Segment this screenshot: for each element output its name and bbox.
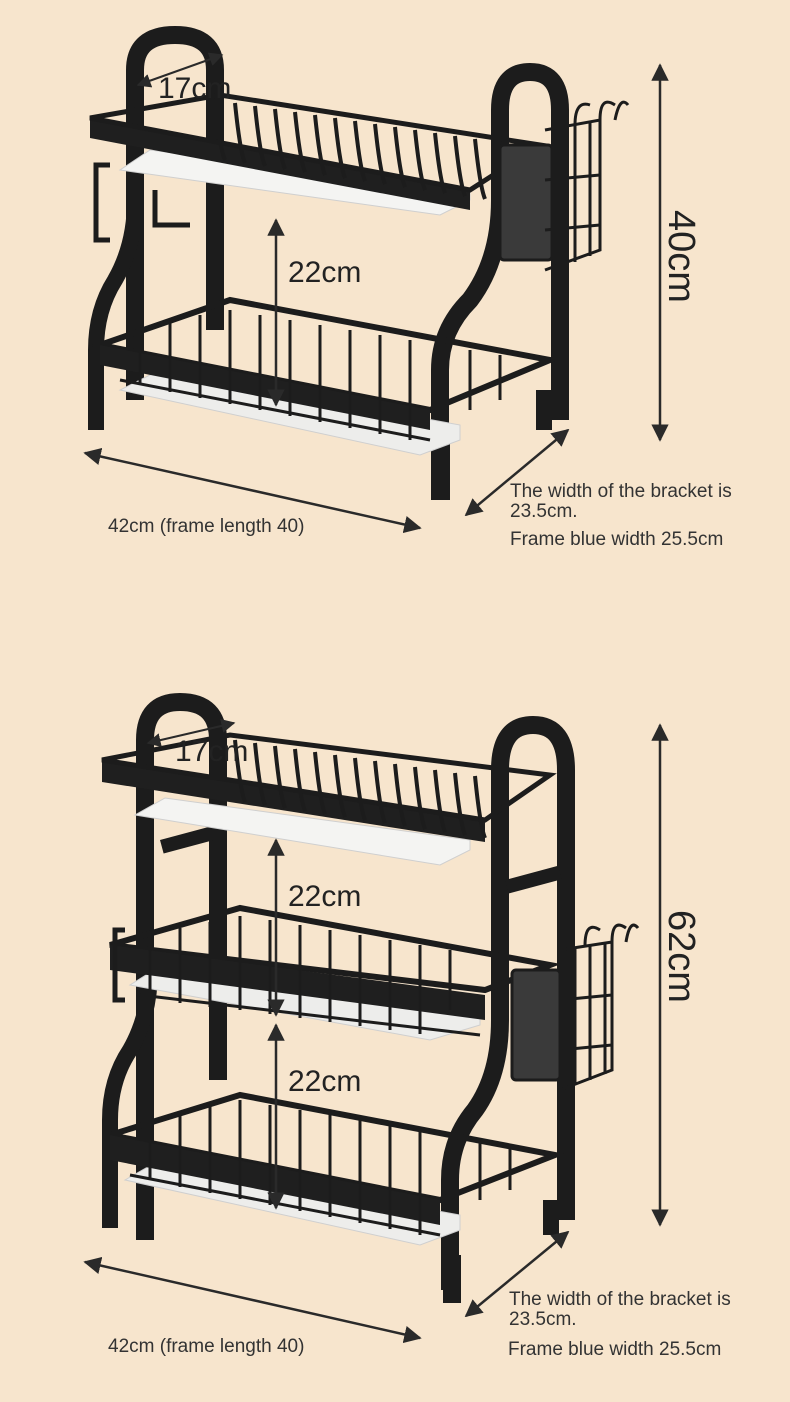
tier-gap-upper-label: 22cm: [288, 880, 362, 913]
bracket-width-label: The width of the bracket is 23.5cm.: [509, 1289, 731, 1330]
height-label: 40cm: [660, 210, 702, 303]
bracket-width-label: The width of the bracket is 23.5cm.: [510, 481, 732, 522]
three-tier-rack-panel: 17cm 22cm 22cm 62cm 42cm (frame length 4…: [0, 680, 790, 1402]
top-tier-tines: [213, 99, 487, 200]
frame-width-label: Frame blue width 25.5cm: [510, 529, 724, 550]
length-label: 42cm (frame length 40): [108, 516, 305, 537]
cutlery-holder: [498, 143, 554, 262]
side-wire-basket: [544, 100, 630, 272]
two-tier-rack-panel: 17cm 22cm 40cm 42cm (frame length 40) Th…: [0, 0, 790, 680]
depth-label: 17cm: [158, 72, 232, 105]
tier-gap-lower-label: 22cm: [288, 1065, 362, 1098]
tier-gap-label: 22cm: [288, 256, 362, 289]
height-label: 62cm: [660, 910, 702, 1003]
two-tier-rack-illustration: [83, 26, 669, 534]
three-tier-rack-illustration: [83, 693, 669, 1344]
bottom-tier-wires: [119, 310, 502, 442]
frame-width-label: Frame blue width 25.5cm: [508, 1339, 722, 1360]
left-curved-leg: [88, 160, 143, 420]
depth-label: 17cm: [175, 735, 249, 768]
length-label: 42cm (frame length 40): [108, 1336, 305, 1357]
